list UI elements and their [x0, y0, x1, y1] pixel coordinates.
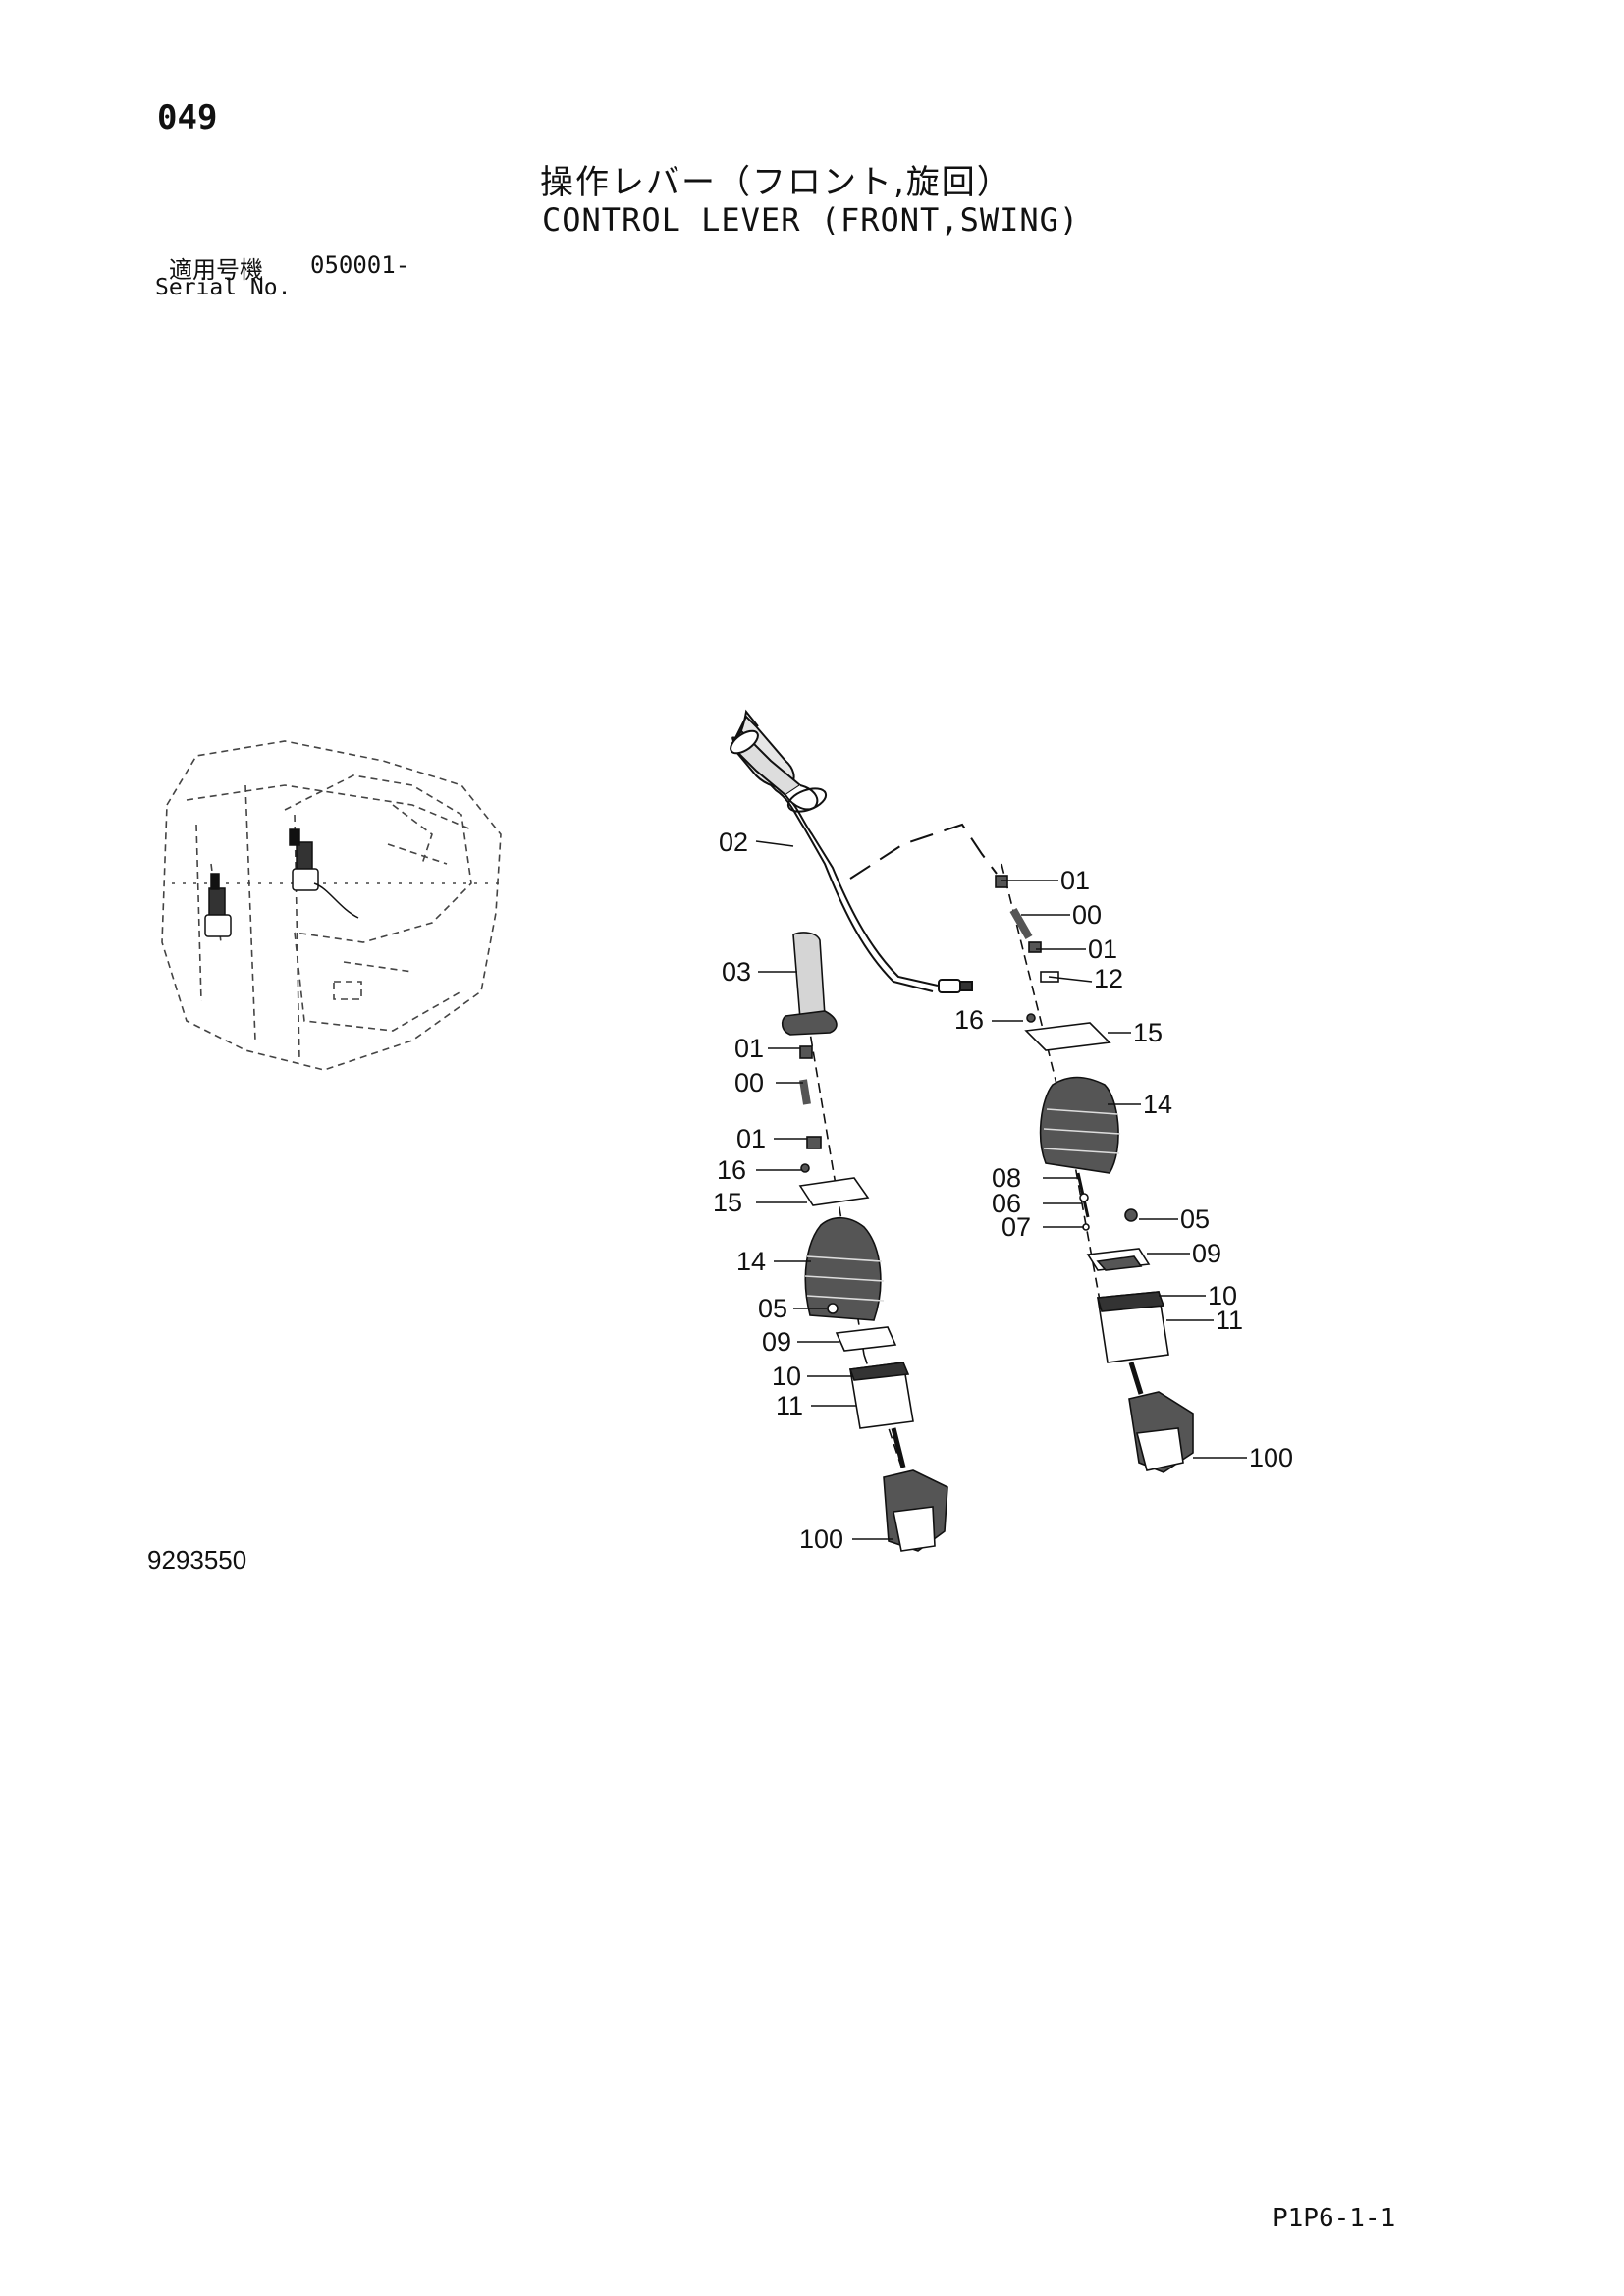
- callout-15-right: 15: [1133, 1018, 1163, 1047]
- page-title-en: CONTROL LEVER (FRONT,SWING): [542, 201, 1080, 239]
- callout-12: 12: [1094, 964, 1123, 993]
- callout-14-right: 14: [1143, 1090, 1172, 1119]
- serial-label-en: Serial No.: [155, 275, 292, 300]
- callout-09-left: 09: [762, 1327, 791, 1357]
- callout-05-left: 05: [758, 1294, 787, 1323]
- callout-16-right: 16: [954, 1005, 984, 1035]
- serial-value: 050001-: [310, 251, 410, 279]
- callout-11-left: 11: [776, 1391, 803, 1420]
- callout-14-left: 14: [736, 1247, 766, 1276]
- page-number: 049: [157, 98, 218, 137]
- callout-07: 07: [1001, 1212, 1031, 1242]
- serial-label-jp: 適用号機: [169, 256, 263, 284]
- locator-joystick-icon: [204, 828, 359, 937]
- leader-lines: [755, 840, 1247, 1540]
- callout-labels: 02 01 00 01 12 16 15 14 08 06 07 05 09 1…: [713, 828, 1293, 1554]
- callout-10-left: 10: [772, 1362, 801, 1391]
- callout-01-right-lower: 01: [1088, 934, 1117, 964]
- callout-03: 03: [722, 957, 751, 987]
- callout-08: 08: [992, 1163, 1021, 1193]
- page-reference: P1P6-1-1: [1272, 2204, 1396, 2233]
- left-assembly-illustration: [781, 932, 948, 1552]
- callout-09-right: 09: [1192, 1239, 1221, 1268]
- callout-10-right: 10: [1208, 1281, 1237, 1310]
- callout-100-left: 100: [799, 1524, 843, 1554]
- right-assembly-illustration: [995, 863, 1194, 1473]
- callout-11-right: 11: [1216, 1306, 1243, 1335]
- callout-01-left-upper: 01: [734, 1034, 764, 1063]
- callout-00-left: 00: [734, 1068, 764, 1097]
- callout-15-left: 15: [713, 1188, 742, 1217]
- page-title-jp: 操作レバー（フロント,旋回）: [540, 163, 1012, 202]
- callout-100-right: 100: [1249, 1443, 1293, 1472]
- figure-number: 9293550: [147, 1545, 247, 1575]
- callout-01-left-lower: 01: [736, 1124, 766, 1153]
- callout-05-right: 05: [1180, 1204, 1210, 1234]
- grip-02-icon: [730, 729, 828, 813]
- callout-00-right: 00: [1072, 900, 1102, 930]
- callout-16-left: 16: [717, 1155, 746, 1185]
- callout-02: 02: [719, 828, 748, 857]
- callout-01-right-upper: 01: [1060, 866, 1090, 895]
- callout-06: 06: [992, 1189, 1021, 1218]
- lever-02-illustration: [730, 709, 998, 993]
